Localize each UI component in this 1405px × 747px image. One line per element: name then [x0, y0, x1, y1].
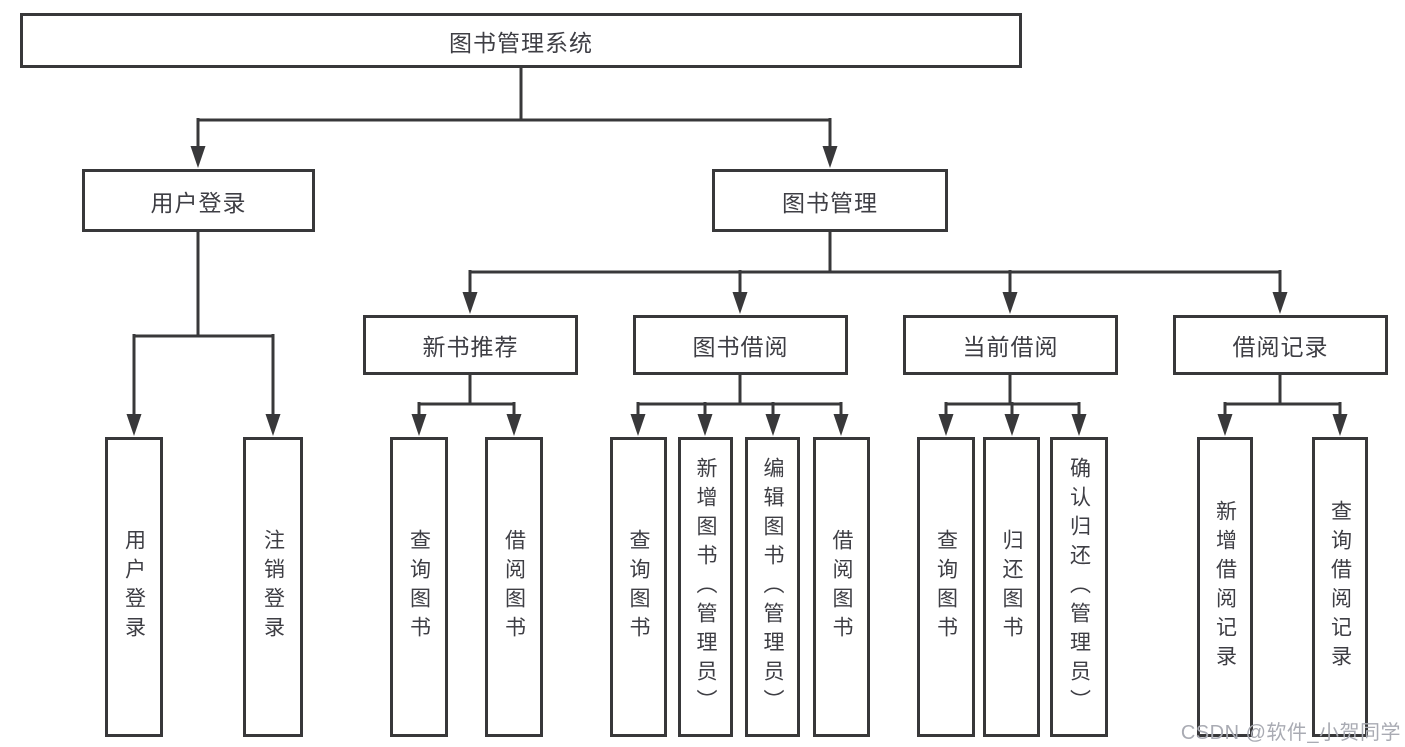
- node-book-borrow: 图书借阅: [633, 315, 848, 375]
- leaf-query-borrow-record-label: 查询借阅记录: [1328, 500, 1352, 674]
- leaf-borrow-book-label: 借阅图书: [830, 529, 853, 645]
- node-borrow-records-label: 借阅记录: [1232, 334, 1329, 360]
- leaf-query-book-current-label: 查询图书: [934, 529, 958, 645]
- node-borrow-records: 借阅记录: [1173, 315, 1388, 375]
- leaf-query-book-borrow: 查询图书: [610, 437, 667, 737]
- leaf-query-borrow-record: 查询借阅记录: [1312, 437, 1368, 737]
- leaf-edit-book-admin-label: 编辑图书（管理员）: [761, 456, 784, 718]
- node-book-management: 图书管理: [712, 169, 948, 232]
- leaf-user-login-label: 用户登录: [122, 529, 146, 645]
- arrowheads: [126, 146, 1348, 436]
- node-user-login-label: 用户登录: [150, 189, 247, 216]
- node-book-borrow-label: 图书借阅: [692, 334, 789, 360]
- leaf-query-book-current: 查询图书: [917, 437, 975, 737]
- leaf-add-borrow-record: 新增借阅记录: [1197, 437, 1253, 737]
- leaf-logout: 注销登录: [243, 437, 303, 737]
- leaf-borrow-book-recommend-label: 借阅图书: [502, 529, 526, 645]
- node-current-borrow: 当前借阅: [903, 315, 1118, 375]
- leaf-confirm-return-admin: 确认归还（管理员）: [1050, 437, 1108, 737]
- csdn-watermark: CSDN @软件_小贺同学: [1180, 722, 1401, 744]
- leaf-edit-book-admin: 编辑图书（管理员）: [745, 437, 800, 737]
- leaf-return-book: 归还图书: [983, 437, 1040, 737]
- leaf-logout-label: 注销登录: [261, 529, 285, 645]
- leaf-borrow-book-recommend: 借阅图书: [485, 437, 543, 737]
- node-current-borrow-label: 当前借阅: [962, 334, 1059, 360]
- leaf-query-book-recommend: 查询图书: [390, 437, 448, 737]
- leaf-add-book-admin-label: 新增图书（管理员）: [694, 456, 717, 718]
- leaf-return-book-label: 归还图书: [1000, 529, 1023, 645]
- leaf-add-borrow-record-label: 新增借阅记录: [1213, 500, 1237, 674]
- node-root-label: 图书管理系统: [449, 29, 593, 56]
- leaf-query-book-borrow-label: 查询图书: [627, 529, 650, 645]
- node-user-login: 用户登录: [82, 169, 315, 232]
- node-new-book-recommend: 新书推荐: [363, 315, 578, 375]
- node-book-management-label: 图书管理: [782, 189, 878, 216]
- leaf-add-book-admin: 新增图书（管理员）: [678, 437, 733, 737]
- leaf-borrow-book: 借阅图书: [813, 437, 870, 737]
- leaf-confirm-return-admin-label: 确认归还（管理员）: [1067, 456, 1091, 718]
- leaf-query-book-recommend-label: 查询图书: [407, 529, 431, 645]
- node-root-system: 图书管理系统: [20, 13, 1022, 68]
- node-new-book-recommend-label: 新书推荐: [422, 334, 519, 360]
- leaf-user-login: 用户登录: [105, 437, 163, 737]
